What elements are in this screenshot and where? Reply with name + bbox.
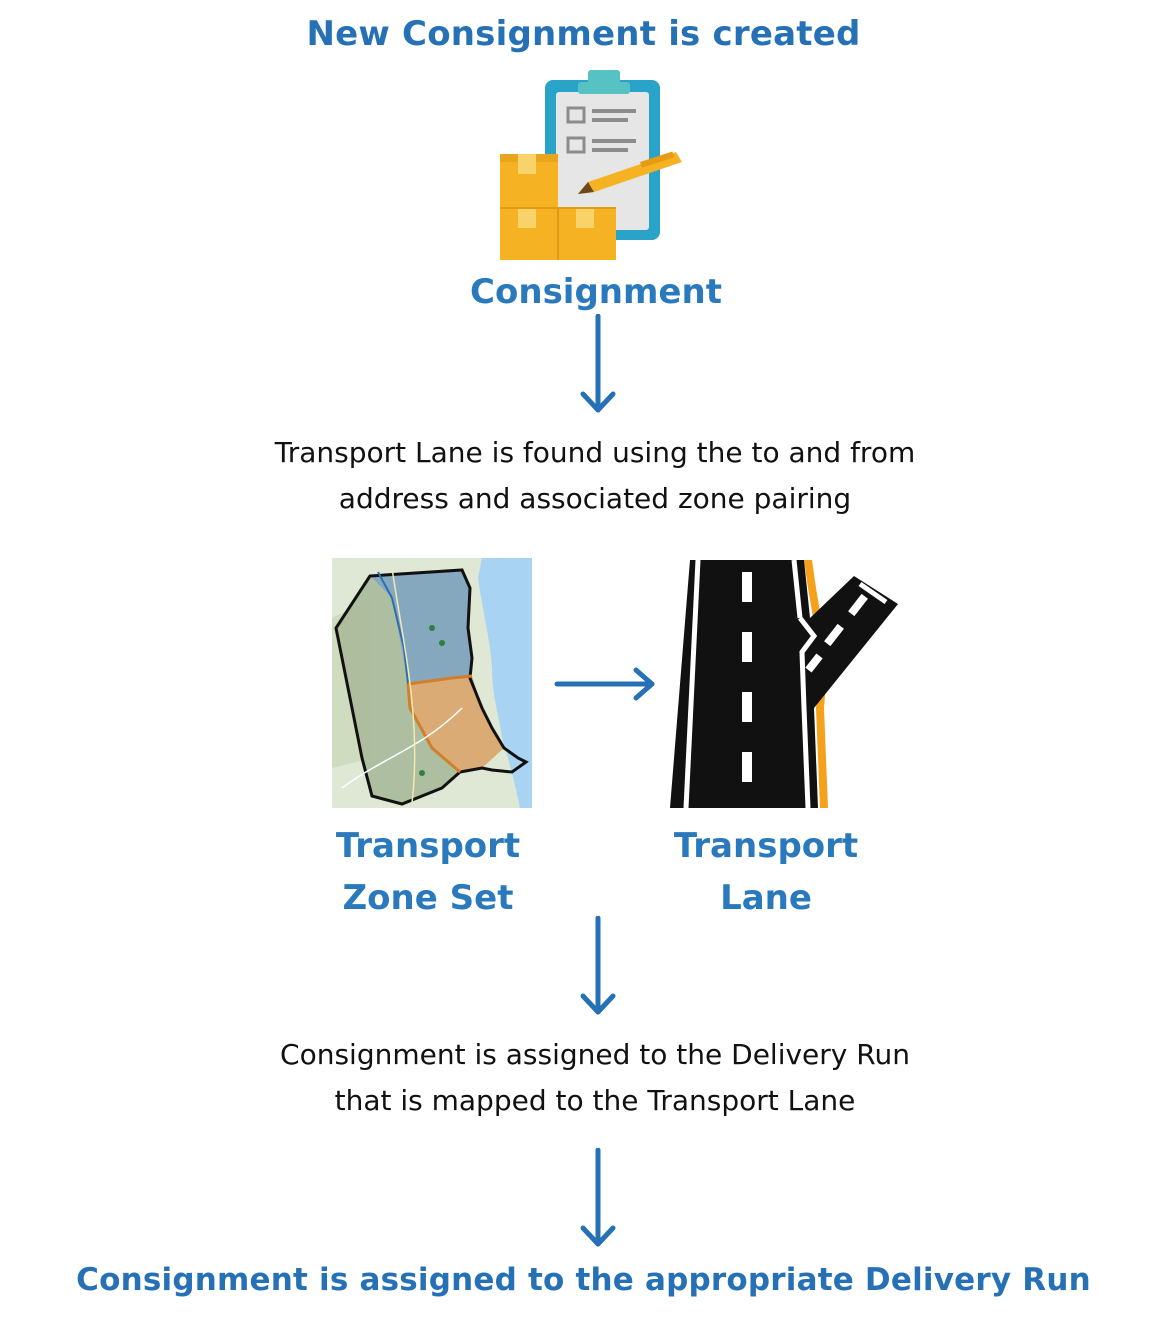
arrow-right-icon [554, 664, 660, 704]
arrow-down-icon [578, 1148, 618, 1250]
step2-line1: Consignment is assigned to the Delivery … [280, 1038, 910, 1071]
step1-line2: address and associated zone pairing [338, 482, 852, 515]
step1-line1: Transport Lane is found using the to and… [274, 436, 916, 469]
arrow-down-icon [578, 916, 618, 1018]
arrow-down-icon [578, 314, 618, 416]
consignment-clipboard-icon [490, 66, 690, 266]
lane-label-line2: Lane [720, 878, 812, 918]
lane-label-line1: Transport [673, 826, 859, 866]
zone-set-label-line2: Zone Set [342, 878, 514, 918]
road-fork-icon [664, 558, 904, 810]
zone-map-icon [332, 558, 532, 808]
consignment-label: Consignment [470, 272, 722, 312]
step1-description: Transport Lane is found using the to and… [150, 430, 1040, 522]
step2-line2: that is mapped to the Transport Lane [334, 1084, 856, 1117]
zone-set-label-line1: Transport [335, 826, 521, 866]
lane-label: Transport Lane [616, 820, 916, 924]
step2-description: Consignment is assigned to the Delivery … [150, 1032, 1040, 1124]
heading-bottom: Consignment is assigned to the appropria… [76, 1262, 1091, 1298]
zone-set-label: Transport Zone Set [278, 820, 578, 924]
heading-top: New Consignment is created [306, 14, 861, 54]
